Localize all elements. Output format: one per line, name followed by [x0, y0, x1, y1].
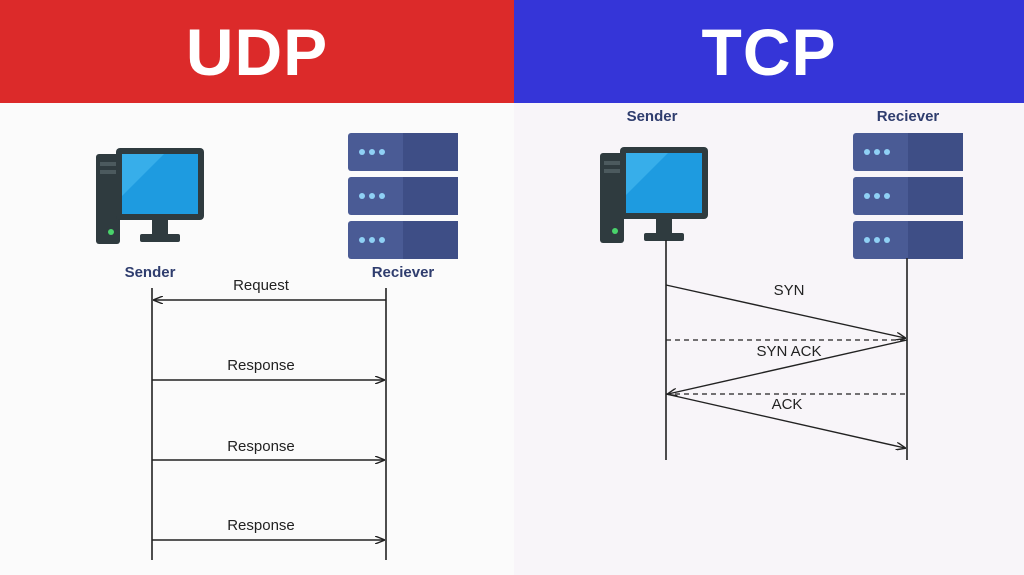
tcp-panel: TCP Sender Reciever: [514, 0, 1024, 575]
desktop-computer-icon: [96, 148, 204, 244]
tcp-ack-arrow: [665, 393, 905, 448]
udp-title: UDP: [185, 14, 329, 89]
udp-message-label: Response: [227, 357, 295, 374]
tcp-receiver-label: Reciever: [876, 108, 940, 125]
tcp-title-banner: TCP: [514, 0, 1024, 103]
server-rack-icon: [348, 133, 458, 259]
udp-message-label: Response: [227, 517, 295, 534]
udp-sender-label: Sender: [124, 264, 176, 281]
udp-receiver-label: Reciever: [371, 264, 435, 281]
tcp-sequence-diagram: [665, 240, 908, 460]
tcp-message-label: SYN: [773, 282, 805, 299]
udp-sequence-diagram: [151, 288, 387, 560]
tcp-message-label: ACK: [771, 396, 803, 413]
udp-message-label: Response: [227, 438, 295, 455]
tcp-message-label: SYN ACK: [756, 343, 822, 360]
tcp-sender-label: Sender: [626, 108, 678, 125]
udp-panel: UDP Sender Reciever: [0, 0, 514, 560]
tcp-syn-ack-arrow: [668, 339, 908, 394]
desktop-computer-icon: [600, 147, 708, 243]
udp-message-label: Request: [233, 277, 289, 294]
server-rack-icon: [853, 133, 963, 259]
udp-title-banner: UDP: [0, 0, 514, 103]
tcp-syn-arrow: [665, 284, 905, 338]
tcp-title: TCP: [701, 14, 837, 89]
